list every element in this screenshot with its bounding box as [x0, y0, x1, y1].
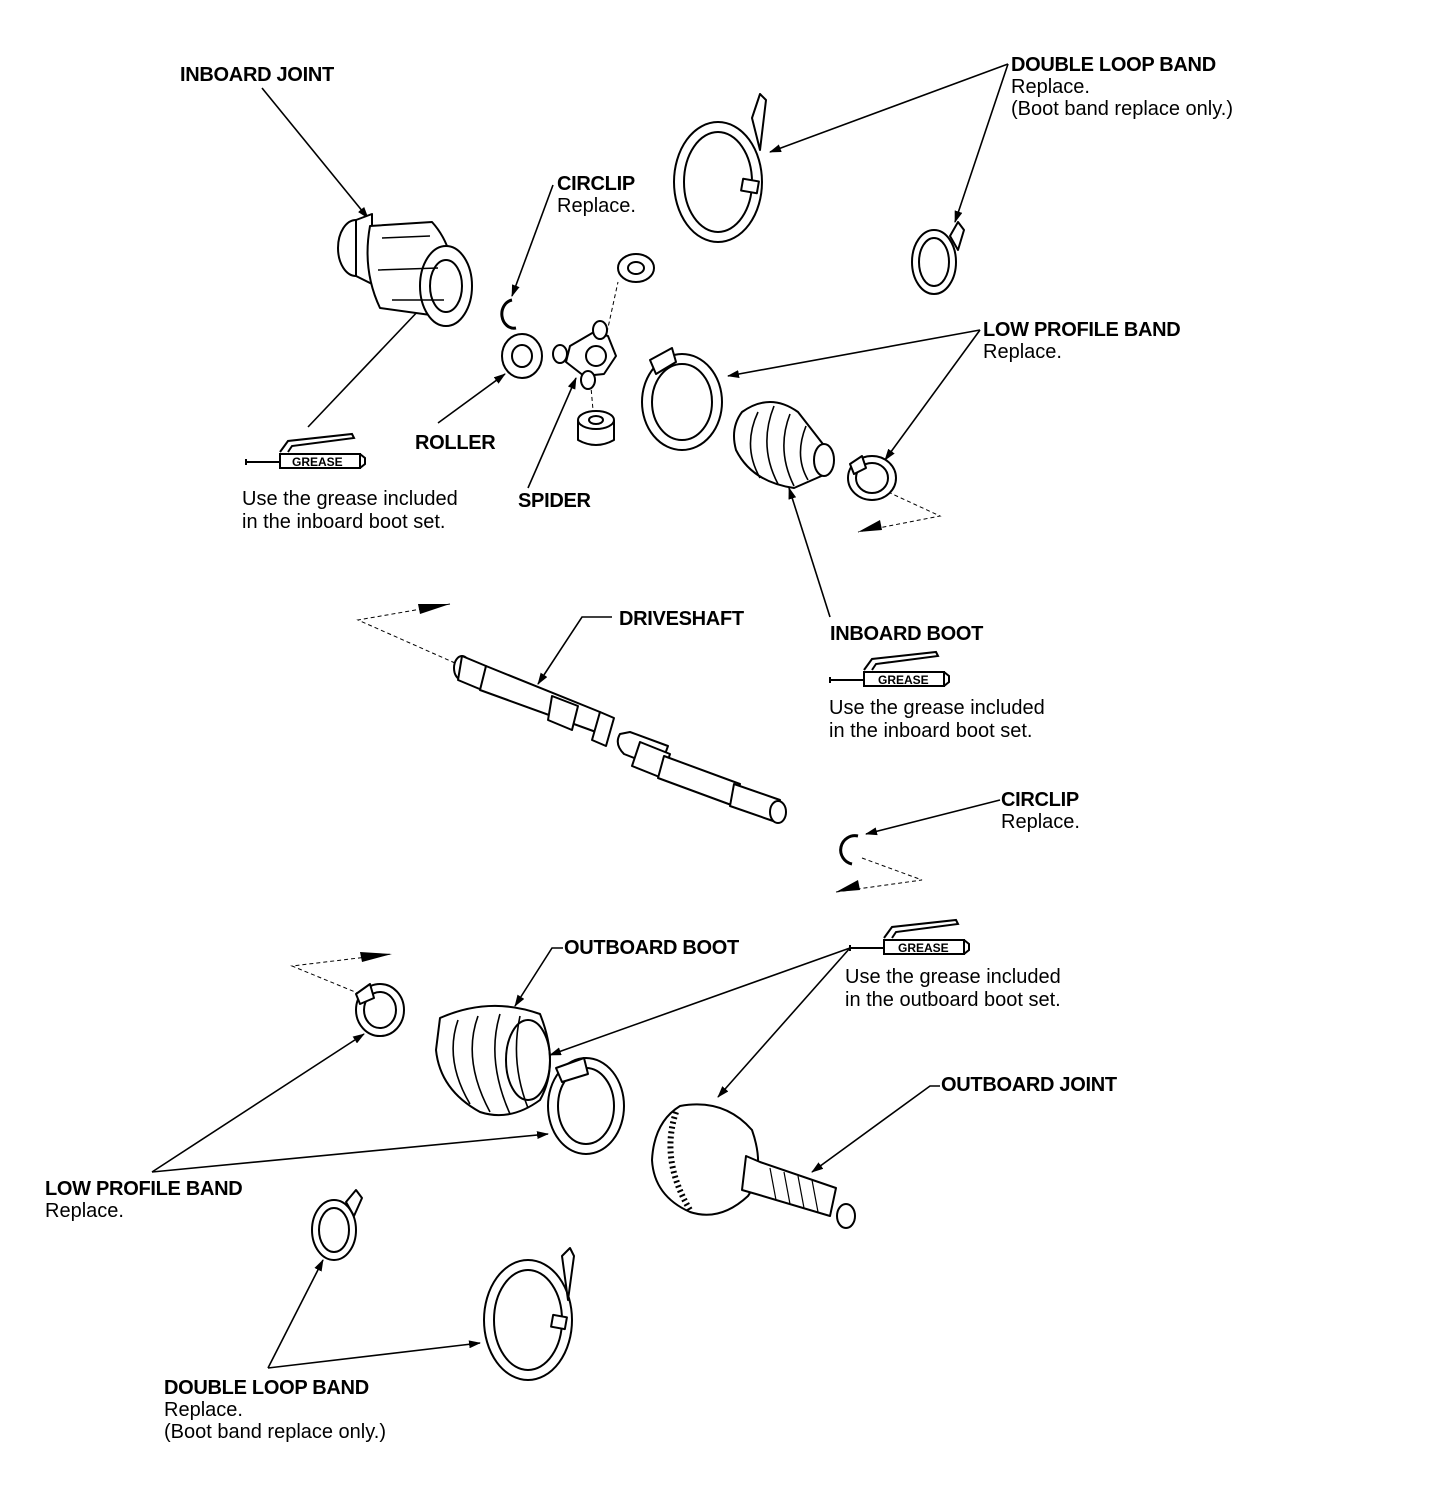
leader-spider [527, 377, 577, 489]
guide-circlip-mid [835, 857, 923, 893]
guide-arrowhead-outboard [360, 952, 392, 962]
leader-inboard-joint [261, 87, 369, 219]
outboard-joint-part [651, 1103, 856, 1229]
driveshaft-part [453, 655, 787, 824]
guide-arrowhead-circlip [836, 880, 860, 892]
grease-tube-icon-outboard: GREASE [849, 919, 970, 955]
label-roller: ROLLER [415, 432, 496, 454]
leader-low-profile-bottom-a [151, 1033, 365, 1173]
label-outboard-joint: OUTBOARD JOINT [941, 1074, 1117, 1096]
guide-outboard-left [290, 953, 393, 995]
guide-shaft-left [356, 603, 456, 664]
leader-double-loop-top-b [954, 63, 1009, 223]
guide-arrowhead-inboard [858, 520, 882, 532]
circlip-top-part [500, 298, 517, 330]
low-profile-band-bottom-large [547, 1057, 625, 1155]
double-loop-band-top-small [911, 221, 965, 295]
low-profile-band-bottom-small [355, 983, 405, 1037]
leader-outboard-joint [811, 1085, 940, 1173]
circlip-mid-part [839, 834, 859, 866]
leader-double-loop-bottom-b [267, 1340, 481, 1369]
leader-inboard-boot [788, 487, 831, 618]
outboard-boot-part [435, 1004, 551, 1117]
roller-part [501, 333, 543, 379]
grease-tube-icon-inboard-boot: GREASE [829, 651, 950, 687]
inboard-joint-part [337, 213, 473, 327]
low-profile-band-top-small [847, 455, 897, 501]
label-low-profile-band-bottom: LOW PROFILE BAND Replace. [45, 1178, 243, 1222]
roller-bottom-part [577, 410, 615, 446]
guide-arrowhead-shaft [418, 604, 450, 614]
note-grease-inboard-joint: Use the grease included in the inboard b… [242, 488, 458, 533]
label-double-loop-band-top: DOUBLE LOOP BAND Replace. (Boot band rep… [1011, 54, 1233, 120]
label-spider: SPIDER [518, 490, 591, 512]
leader-low-profile-top-b [884, 329, 981, 461]
spider-part [552, 320, 617, 390]
guide-inboard-right [857, 491, 942, 533]
label-driveshaft: DRIVESHAFT [619, 608, 744, 630]
leader-roller [437, 373, 506, 424]
leader-double-loop-bottom-a [267, 1259, 324, 1369]
double-loop-band-top-large [673, 93, 767, 243]
low-profile-band-top-large [641, 347, 723, 451]
leader-low-profile-top-a [727, 329, 981, 378]
leader-grease-outboard-b [717, 947, 851, 1098]
leader-grease-outboard-a [549, 947, 851, 1056]
grease-tube-label-inboard-joint: GREASE [292, 455, 343, 469]
grease-tube-icon-inboard-joint: GREASE [245, 433, 366, 469]
note-grease-inboard-boot: Use the grease included in the inboard b… [829, 697, 1045, 742]
inboard-boot-part [733, 401, 835, 489]
grease-tube-label-outboard: GREASE [898, 941, 949, 955]
leader-circlip-mid [865, 799, 1001, 836]
label-double-loop-band-bottom: DOUBLE LOOP BAND Replace. (Boot band rep… [164, 1377, 386, 1443]
leader-driveshaft [537, 616, 612, 685]
label-inboard-boot: INBOARD BOOT [830, 623, 984, 645]
double-loop-band-bottom-large [483, 1247, 575, 1381]
double-loop-band-bottom-small [311, 1189, 363, 1261]
leader-lines [151, 63, 1009, 1369]
label-outboard-boot: OUTBOARD BOOT [564, 937, 739, 959]
leader-low-profile-bottom-b [151, 1131, 549, 1173]
label-circlip-top: CIRCLIP Replace. [557, 173, 636, 217]
label-circlip-mid: CIRCLIP Replace. [1001, 789, 1080, 833]
leader-outboard-boot [514, 947, 563, 1007]
grease-tube-label-inboard-boot: GREASE [878, 673, 929, 687]
guide-spider-roller-down [589, 375, 594, 411]
guide-arrowheads [360, 520, 882, 962]
leader-double-loop-top-a [769, 63, 1009, 153]
label-low-profile-band-top: LOW PROFILE BAND Replace. [983, 319, 1181, 363]
roller-top-part [617, 253, 655, 283]
leader-circlip-top [511, 184, 554, 297]
label-inboard-joint: INBOARD JOINT [180, 64, 334, 86]
note-grease-outboard: Use the grease included in the outboard … [845, 966, 1061, 1011]
